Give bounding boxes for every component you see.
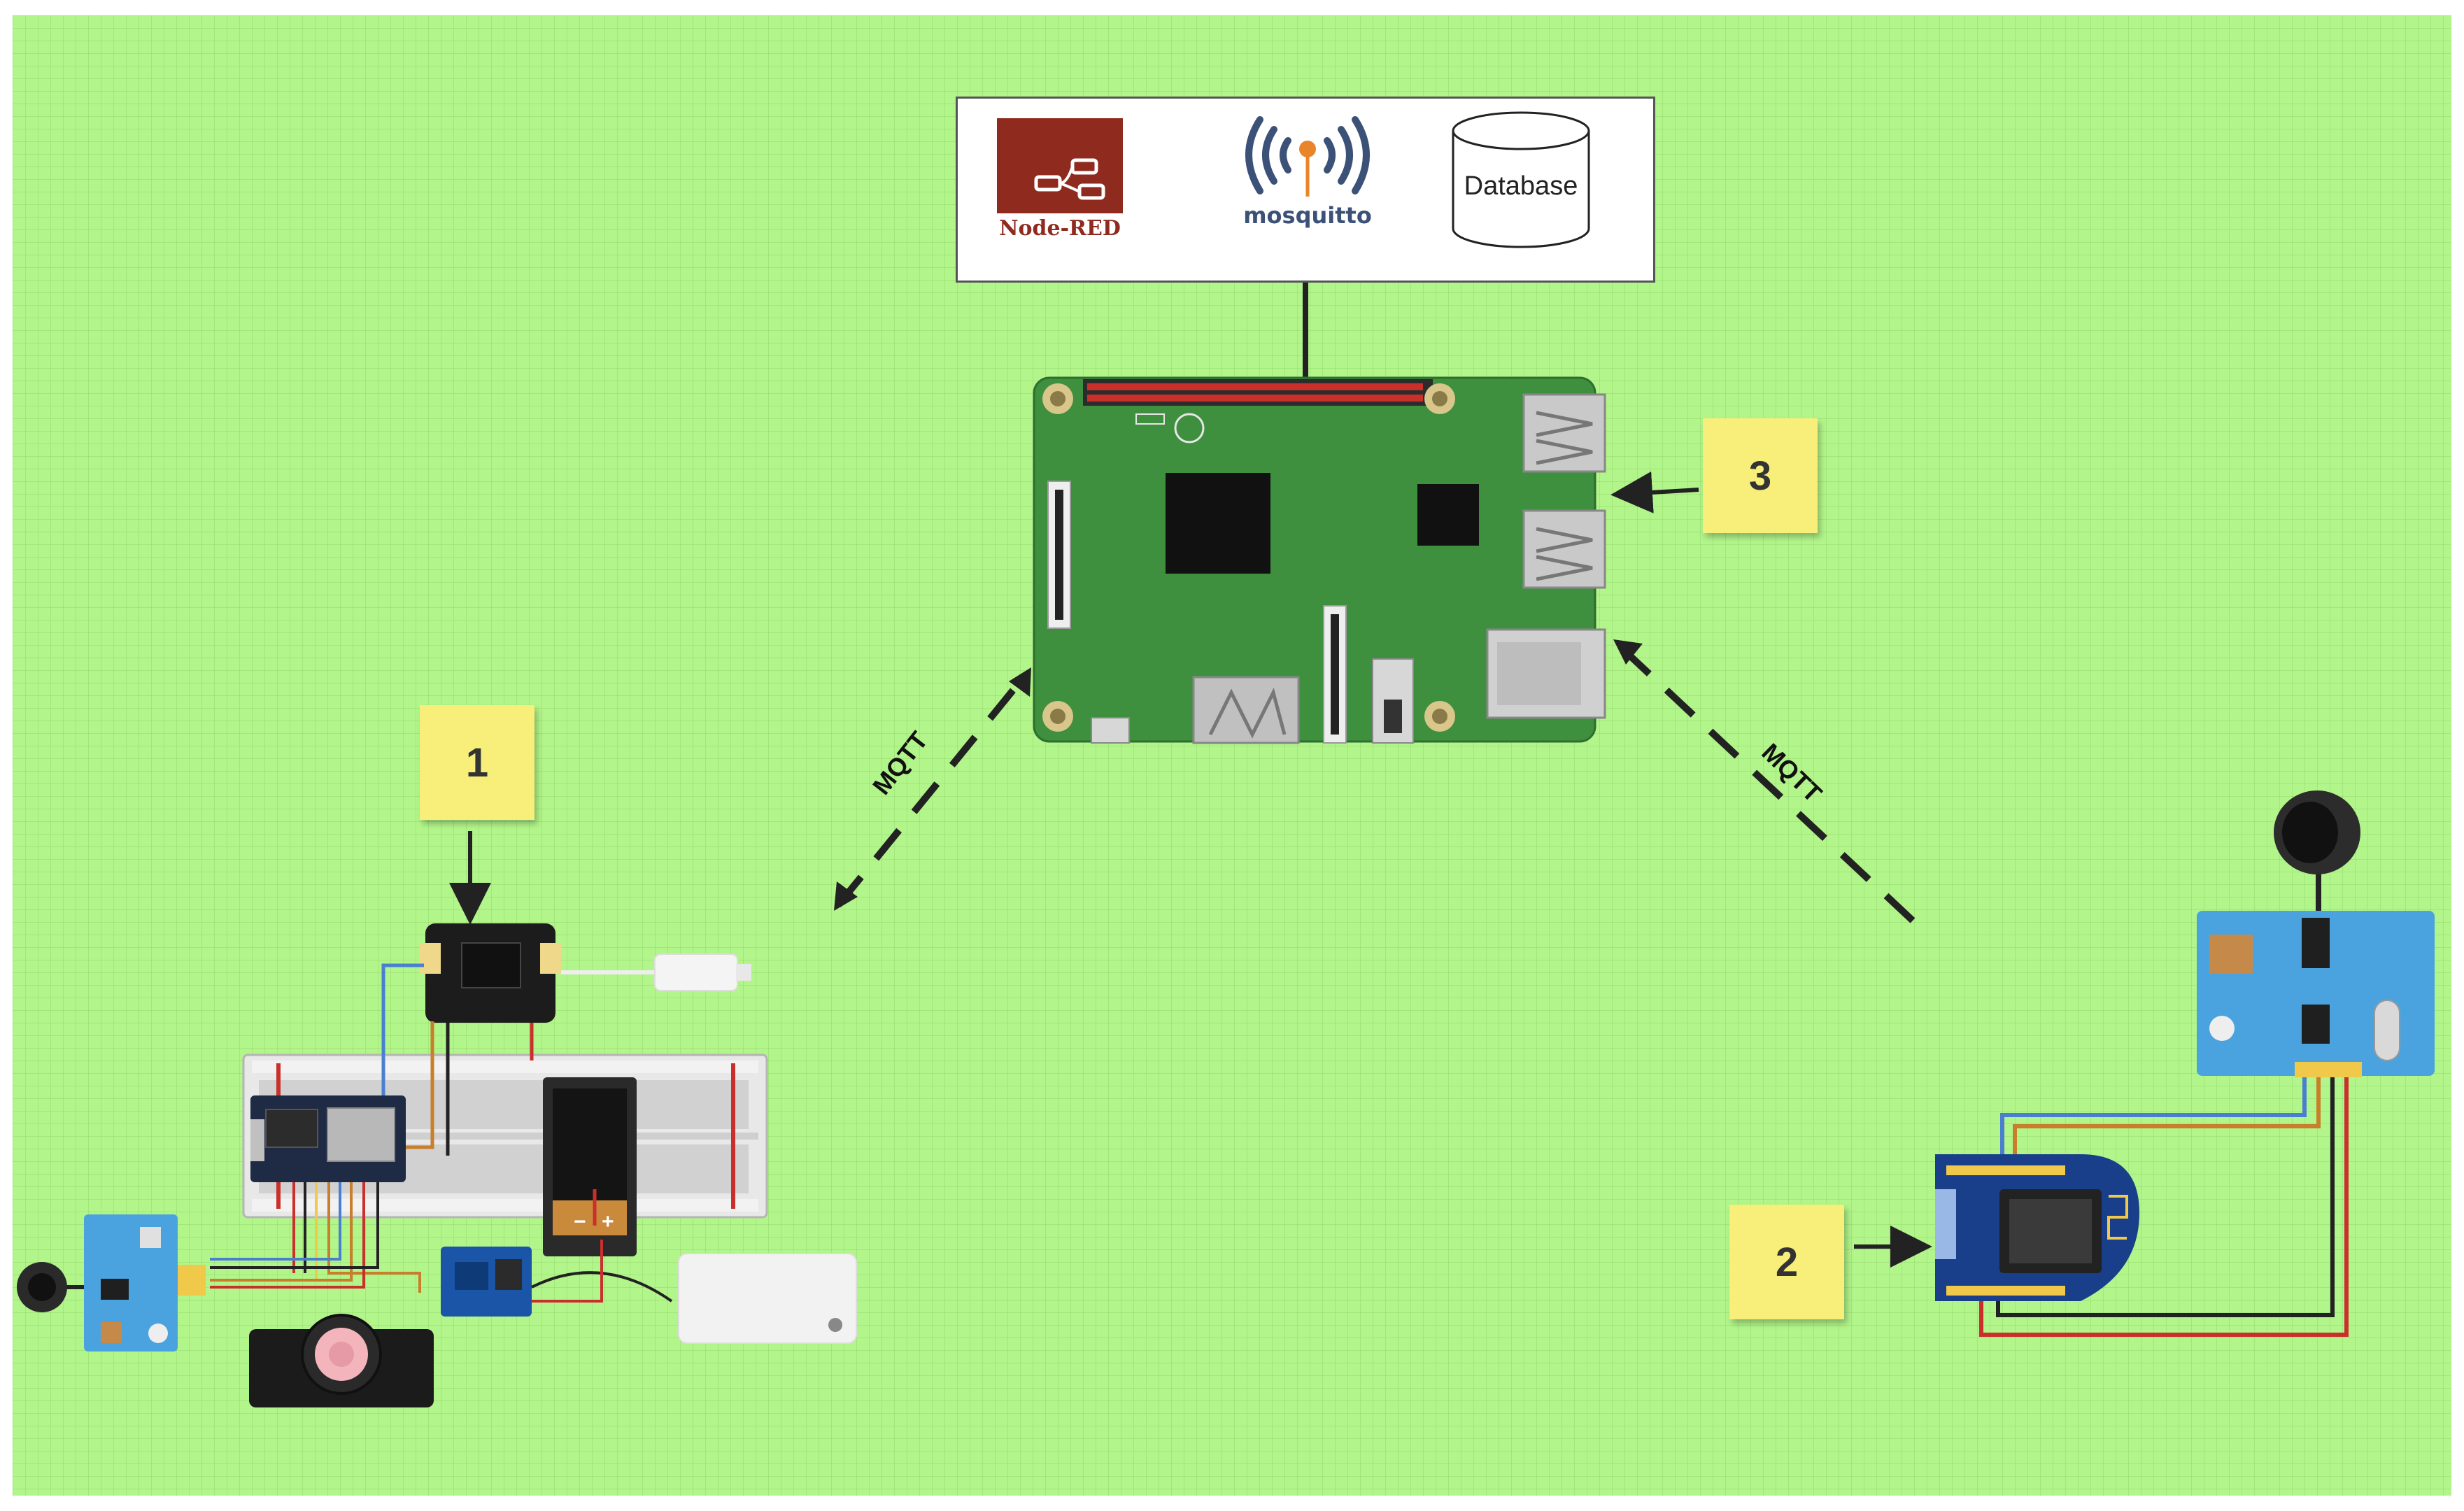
note-3: 3 <box>1703 418 1818 533</box>
mqtt-link-right <box>1623 649 1916 923</box>
broadcast-icon <box>1245 116 1370 197</box>
mosquitto-logo: mosquitto <box>1238 113 1378 253</box>
database-cylinder: Database <box>1447 110 1594 250</box>
raspberry-pi-board <box>1033 376 1606 744</box>
note-1: 1 <box>420 705 534 820</box>
svg-text:+: + <box>602 1210 614 1233</box>
gpio-header <box>1083 379 1433 406</box>
flow-sensor <box>249 1314 434 1407</box>
node-red-logo: Node-RED <box>997 118 1123 258</box>
mqtt-link-left <box>835 677 1024 908</box>
left-sensor-board <box>84 1214 178 1352</box>
soc-chip <box>1166 473 1270 574</box>
pump-box <box>678 1253 857 1344</box>
database-icon <box>1452 111 1590 248</box>
usb-ports <box>1522 393 1606 589</box>
database-label: Database <box>1464 171 1578 201</box>
node-red-icon <box>997 118 1123 213</box>
mosquitto-label: mosquitto <box>1243 202 1372 229</box>
arrow-note3 <box>1610 471 1699 513</box>
right-circuit <box>1935 790 2435 1337</box>
node-red-label: Node-RED <box>999 216 1121 241</box>
svg-text:−: − <box>574 1210 586 1233</box>
left-circuit: − + <box>17 923 857 1407</box>
note-2: 2 <box>1729 1205 1844 1319</box>
server-stack-box: Node-RED mosquitto Database <box>956 97 1655 283</box>
